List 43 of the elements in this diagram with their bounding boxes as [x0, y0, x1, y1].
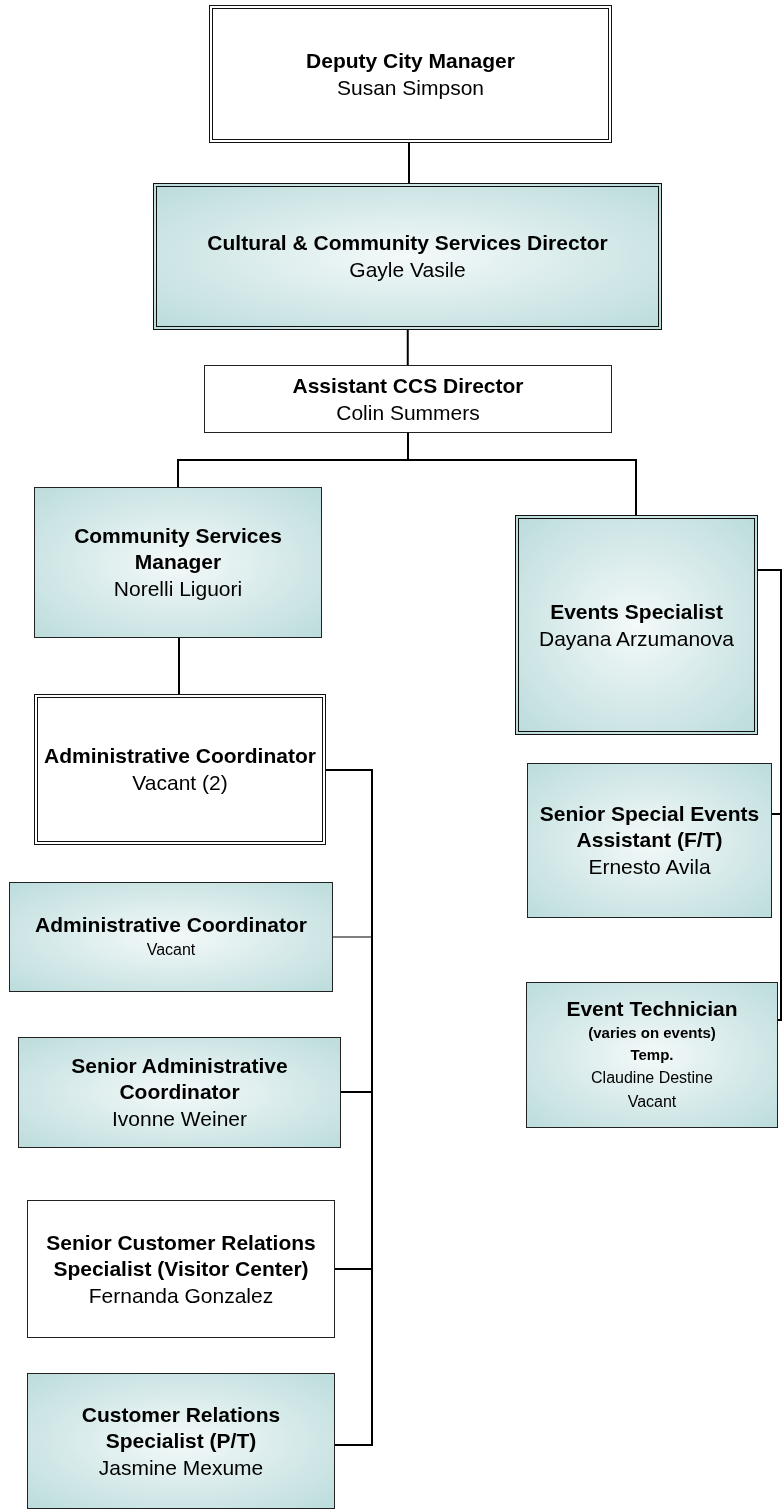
person-name: Gayle Vasile: [349, 257, 466, 283]
person-name: Jasmine Mexume: [98, 1454, 264, 1481]
org-chart-box: [27, 1373, 335, 1509]
person-name: Norelli Liguori: [113, 576, 243, 602]
job-title: Deputy City Manager: [306, 47, 515, 74]
org-chart-box: [515, 515, 758, 735]
job-title: Administrative Coordinator: [35, 912, 307, 938]
org-chart-box: [34, 694, 326, 845]
person-name: Fernanda Gonzalez: [88, 1282, 274, 1309]
person-name: Claudine Destine: [591, 1068, 713, 1088]
job-title: Administrative Coordinator: [44, 743, 316, 769]
job-note: (varies on events): [588, 1023, 716, 1043]
org-chart-box: [204, 365, 612, 433]
person-name: Colin Summers: [336, 399, 480, 426]
org-chart-box: [153, 183, 662, 330]
job-title: Events Specialist: [550, 598, 723, 625]
connector-line: [406, 329, 409, 366]
org-chart-box: [27, 1200, 335, 1338]
org-chart-box: [18, 1037, 341, 1148]
job-title: Assistant CCS Director: [292, 372, 524, 399]
person-name: Ernesto Avila: [588, 854, 711, 880]
org-chart-box: [527, 763, 772, 918]
job-title: Customer Relations Specialist (P/T): [80, 1401, 282, 1454]
person-name: Vacant: [627, 1092, 677, 1112]
person-name: Ivonne Weiner: [112, 1106, 247, 1132]
job-title: Senior Administrative Coordinator: [70, 1053, 289, 1105]
job-title: Senior Customer Relations Specialist (Visitor Center): [45, 1229, 317, 1282]
job-title: Cultural & Community Services Director: [207, 230, 608, 256]
person-name: Susan Simpson: [336, 74, 485, 101]
person-name: Vacant (2): [132, 770, 228, 796]
job-title: Community Services Manager: [73, 523, 283, 575]
connector-line: [408, 142, 410, 184]
org-chart-box: [34, 487, 322, 638]
org-chart-box: [526, 982, 778, 1128]
job-note: Temp.: [630, 1045, 674, 1065]
org-chart-box: [9, 882, 333, 992]
org-chart-box: [209, 5, 612, 143]
job-title: Senior Special Events Assistant (F/T): [538, 801, 761, 853]
connector-line: [178, 637, 180, 695]
connector-line: [407, 432, 637, 516]
job-title: Event Technician: [566, 996, 738, 1022]
person-name: Vacant: [146, 940, 196, 960]
person-name: Dayana Arzumanova: [539, 625, 734, 652]
